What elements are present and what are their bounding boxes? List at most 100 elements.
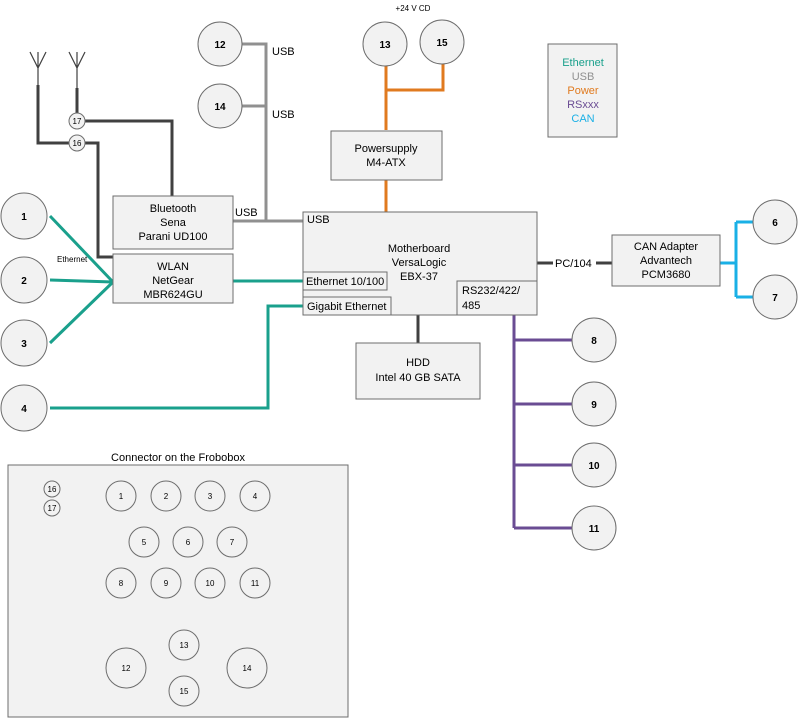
- connector-7-label: 7: [230, 538, 235, 547]
- gigabit-port: [302, 296, 392, 316]
- gigabit-label: Gigabit Ethernet: [307, 301, 387, 313]
- node-6: 6: [752, 199, 798, 245]
- hdd-line-1: HDD: [406, 357, 430, 369]
- node-15-label: 15: [436, 38, 448, 49]
- connector-3-label: 3: [208, 492, 213, 501]
- rs-lines: [512, 315, 572, 530]
- connector-2: 2: [150, 480, 182, 512]
- rs232-line-2: 485: [462, 300, 480, 312]
- connector-5-label: 5: [142, 538, 147, 547]
- connector-14: 14: [226, 647, 268, 689]
- connector-1-label: 1: [119, 492, 124, 501]
- node-4-label: 4: [21, 404, 27, 415]
- connector-12-label: 12: [122, 664, 131, 673]
- supply-label: +24 V CD: [396, 4, 431, 13]
- node-10: 10: [571, 442, 617, 488]
- connector-14-label: 14: [243, 664, 252, 673]
- bluetooth-line-3: Parani UD100: [138, 231, 207, 243]
- legend-rsxxx: RSxxx: [567, 99, 599, 111]
- node-16-label: 16: [73, 139, 82, 148]
- connector-7: 7: [216, 526, 248, 558]
- node-8: 8: [571, 317, 617, 363]
- node-12-label: 12: [214, 40, 226, 51]
- node-17-label: 17: [73, 117, 82, 126]
- node-17: 17: [68, 112, 86, 130]
- connector-16-label: 16: [48, 485, 57, 494]
- motherboard-box: Motherboard VersaLogic EBX-37 Ethernet 1…: [302, 211, 538, 316]
- connector-6-label: 6: [186, 538, 191, 547]
- can-adapter-line-1: CAN Adapter: [634, 241, 699, 253]
- connector-15: 15: [168, 675, 200, 707]
- node-11-label: 11: [589, 524, 600, 535]
- powersupply-box: Powersupply M4-ATX: [330, 130, 443, 181]
- rs232-line-1: RS232/422/: [462, 285, 521, 297]
- connector-4: 4: [239, 480, 271, 512]
- connector-3: 3: [194, 480, 226, 512]
- node-14-label: 14: [214, 102, 226, 113]
- legend-can: CAN: [571, 113, 594, 125]
- node-11: 11: [571, 505, 617, 551]
- bluetooth-line-1: Bluetooth: [150, 203, 196, 215]
- node-13: 13: [362, 21, 408, 67]
- connector-11-label: 11: [251, 579, 260, 588]
- can-adapter-line-2: Advantech: [640, 255, 692, 267]
- connector-10-label: 10: [206, 579, 215, 588]
- pc104-label: PC/104: [555, 258, 592, 270]
- connector-4-label: 4: [253, 492, 258, 501]
- usb-label-4: USB: [307, 214, 330, 226]
- node-10-label: 10: [588, 461, 600, 472]
- wlan-line-1: WLAN: [157, 261, 189, 273]
- node-8-label: 8: [591, 336, 597, 347]
- node-1-label: 1: [21, 212, 27, 223]
- node-9: 9: [571, 381, 617, 427]
- node-14: 14: [197, 83, 243, 129]
- hdd-line-2: Intel 40 GB SATA: [375, 372, 461, 384]
- connector-8: 8: [105, 567, 137, 599]
- node-7-label: 7: [772, 293, 778, 304]
- node-7: 7: [752, 274, 798, 320]
- node-15: 15: [419, 19, 465, 65]
- usb-label-3: USB: [235, 207, 258, 219]
- usb-lines: [233, 42, 303, 223]
- wlan-box: WLAN NetGear MBR624GU: [112, 253, 234, 304]
- connector-17: 17: [43, 499, 61, 517]
- connector-9-label: 9: [164, 579, 169, 588]
- ethernet-100-port: [302, 271, 388, 291]
- bluetooth-box: Bluetooth Sena Parani UD100: [112, 195, 234, 250]
- connector-15-label: 15: [180, 687, 189, 696]
- node-9-label: 9: [591, 400, 597, 411]
- connector-13-label: 13: [180, 641, 189, 650]
- connector-6: 6: [172, 526, 204, 558]
- can-adapter-box: CAN Adapter Advantech PCM3680: [611, 234, 721, 287]
- usb-label-2: USB: [272, 109, 295, 121]
- rs232-port: [456, 280, 538, 316]
- legend-power: Power: [567, 85, 599, 97]
- node-12: 12: [197, 21, 243, 67]
- ethernet-small-label: Ethernet: [57, 255, 88, 264]
- can-lines: [720, 220, 753, 299]
- connector-17-label: 17: [48, 504, 57, 513]
- connector-13: 13: [168, 629, 200, 661]
- connector-5: 5: [128, 526, 160, 558]
- wlan-line-3: MBR624GU: [143, 289, 202, 301]
- connector-10: 10: [194, 567, 226, 599]
- node-3: 3: [0, 319, 48, 367]
- node-16: 16: [68, 134, 86, 152]
- connector-16: 16: [43, 480, 61, 498]
- node-6-label: 6: [772, 218, 778, 229]
- node-2-label: 2: [21, 276, 27, 287]
- legend: Ethernet USB Power RSxxx CAN: [547, 43, 618, 138]
- node-4: 4: [0, 384, 48, 432]
- connector-2-label: 2: [164, 492, 169, 501]
- legend-ethernet: Ethernet: [562, 57, 604, 69]
- connector-1: 1: [105, 480, 137, 512]
- legend-usb: USB: [572, 71, 595, 83]
- can-adapter-line-3: PCM3680: [642, 269, 691, 281]
- connector-8-label: 8: [119, 579, 124, 588]
- power-lines: [384, 63, 445, 212]
- usb-label-1: USB: [272, 46, 295, 58]
- motherboard-line-1: Motherboard: [388, 243, 450, 255]
- antenna-icon: [29, 51, 86, 88]
- bluetooth-line-2: Sena: [160, 217, 187, 229]
